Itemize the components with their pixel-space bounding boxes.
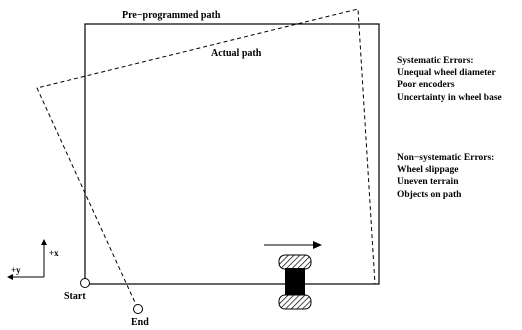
direction-arrow [264, 241, 322, 249]
non-systematic-error-item: Wheel slippage [397, 165, 459, 176]
robot-icon [278, 254, 312, 310]
robot-body [285, 268, 305, 296]
axis-y-label: +y [11, 265, 21, 275]
robot-wheel-bottom [278, 294, 312, 310]
non-systematic-error-item: Objects on path [397, 189, 462, 200]
end-marker [133, 304, 143, 314]
axis-indicator [7, 239, 47, 280]
systematic-errors-heading: Systematic Errors: [397, 56, 474, 66]
systematic-errors-block: Systematic Errors: Unequal wheel diamete… [397, 55, 502, 104]
preprogrammed-path [84, 23, 380, 285]
start-label: Start [64, 291, 86, 302]
start-marker [80, 278, 90, 288]
non-systematic-error-item: Uneven terrain [397, 177, 459, 188]
actual-path [36, 8, 376, 310]
robot-wheel-top [278, 254, 312, 270]
axis-x-label: +x [49, 248, 59, 258]
actual-path-label: Actual path [211, 48, 262, 59]
end-label: End [131, 317, 149, 328]
non-systematic-errors-heading: Non−systematic Errors: [397, 153, 495, 163]
systematic-error-item: Poor encoders [397, 80, 455, 91]
systematic-error-item: Unequal wheel diameter [397, 68, 496, 79]
preprogrammed-path-label: Pre−programmed path [122, 10, 221, 21]
systematic-error-item: Uncertainty in wheel base [397, 92, 502, 103]
non-systematic-errors-block: Non−systematic Errors: Wheel slippage Un… [397, 152, 494, 201]
